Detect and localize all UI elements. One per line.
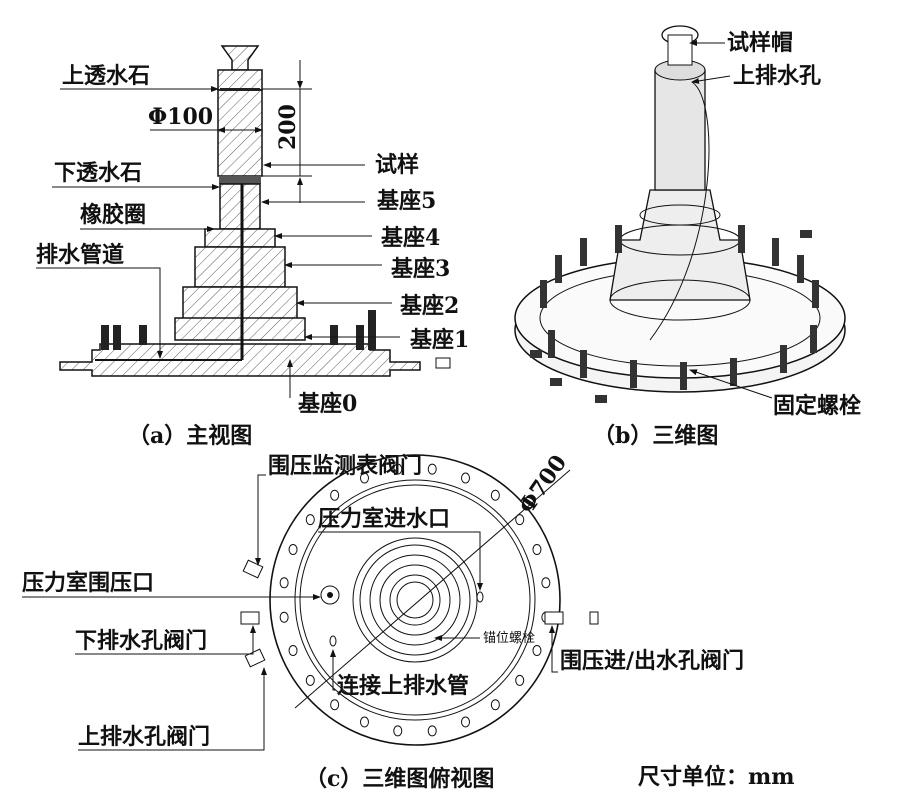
label-connect-drain: 连接上排水管: [337, 673, 469, 699]
bolt-hole: [427, 463, 437, 475]
flange-outer: [269, 454, 561, 746]
bolt-hole: [359, 716, 369, 728]
label-lower-drain-valve: 下排水孔阀门: [75, 628, 207, 654]
bolt-hole: [279, 611, 289, 623]
units-note: 尺寸单位：mm: [638, 764, 795, 790]
label-diameter-700: Φ700: [514, 450, 573, 518]
label-fixing-bolt: 固定螺栓: [773, 393, 861, 419]
base-4: [204, 228, 276, 248]
side-plug: [435, 357, 451, 369]
base-stack: [609, 189, 751, 301]
bolt-hole: [541, 577, 551, 589]
label-upper-drain-valve: 上排水孔阀门: [78, 724, 210, 750]
upper-porous-stone: [220, 88, 260, 91]
bolt-hole: [427, 725, 437, 737]
label-upper-stone: 上透水石: [62, 63, 150, 89]
bolt-hole: [330, 699, 340, 711]
diameter-dimension: Φ100: [148, 104, 213, 130]
top-view: Φ700 围压监测表阀门 压力室进水口 压力室围压口 下排水孔阀门 锚位螺栓 围…: [22, 450, 744, 792]
label-upper-drain-hole: 上排水孔: [733, 63, 821, 89]
lower-porous-stone: [219, 176, 261, 184]
bolt-hole: [490, 489, 500, 501]
label-water-inlet: 压力室进水口: [318, 506, 450, 532]
bolt-hole: [359, 472, 369, 484]
label-base0: 基座0: [298, 391, 357, 417]
specimen: [217, 89, 263, 177]
valves: [240, 559, 599, 668]
cap-body: [217, 69, 263, 91]
bolt-hole: [279, 577, 289, 589]
bolt-hole: [305, 514, 315, 526]
label-base2: 基座2: [400, 293, 459, 319]
specimen-cap: [220, 45, 260, 71]
diameter-line: [294, 469, 571, 709]
caption-c: （c）三维图俯视图: [305, 766, 494, 792]
label-confining-port: 压力室围压口: [22, 570, 154, 596]
bolt-hole: [288, 543, 298, 555]
bolt-hole: [490, 699, 500, 711]
front-view: 200 Φ100 上透水石 下透水石 橡胶圈 排水管道 试样 基座5 基座4 基…: [36, 45, 469, 449]
water-inlet: [476, 591, 484, 603]
label-monitor-valve: 围压监测表阀门: [268, 453, 422, 479]
bolt-hole: [461, 716, 471, 728]
base-1: [174, 317, 306, 341]
label-cap: 试样帽: [727, 30, 793, 56]
caption-b: （b）三维图: [593, 423, 718, 449]
label-confining-valve: 围压进/出水孔阀门: [560, 648, 744, 674]
bolt-hole: [288, 645, 298, 657]
bolt-hole: [461, 472, 471, 484]
bolt-holes: [279, 463, 551, 737]
specimen-cylinder: [654, 69, 706, 191]
label-lower-stone: 下透水石: [54, 160, 142, 186]
label-base1: 基座1: [410, 327, 469, 353]
bolt-hole: [393, 463, 403, 475]
confining-port: [320, 585, 340, 605]
caption-a: （a）主视图: [128, 423, 252, 449]
bolt-hole: [515, 674, 525, 686]
bolt-hole: [515, 514, 525, 526]
label-base4: 基座4: [381, 225, 440, 251]
bolt-hole: [393, 725, 403, 737]
bolt-hole: [532, 543, 542, 555]
label-base3: 基座3: [391, 256, 450, 282]
label-drain-pipe: 排水管道: [36, 242, 124, 268]
drain-connection: [329, 635, 337, 647]
label-anchor-bolt: 锚位螺栓: [483, 631, 535, 646]
bolt-hole: [330, 489, 340, 501]
bolt-hole: [532, 645, 542, 657]
label-base5: 基座5: [377, 188, 436, 214]
bolt-hole: [305, 674, 315, 686]
base-3: [194, 246, 286, 288]
label-specimen: 试样: [375, 152, 419, 178]
fixing-bolts: [530, 225, 819, 403]
3d-view: 试样帽 上排水孔 固定螺栓 （b）三维图: [514, 25, 861, 449]
base-5: [219, 183, 261, 230]
label-rubber-ring: 橡胶圈: [80, 202, 146, 228]
height-dimension: 200: [275, 104, 301, 150]
